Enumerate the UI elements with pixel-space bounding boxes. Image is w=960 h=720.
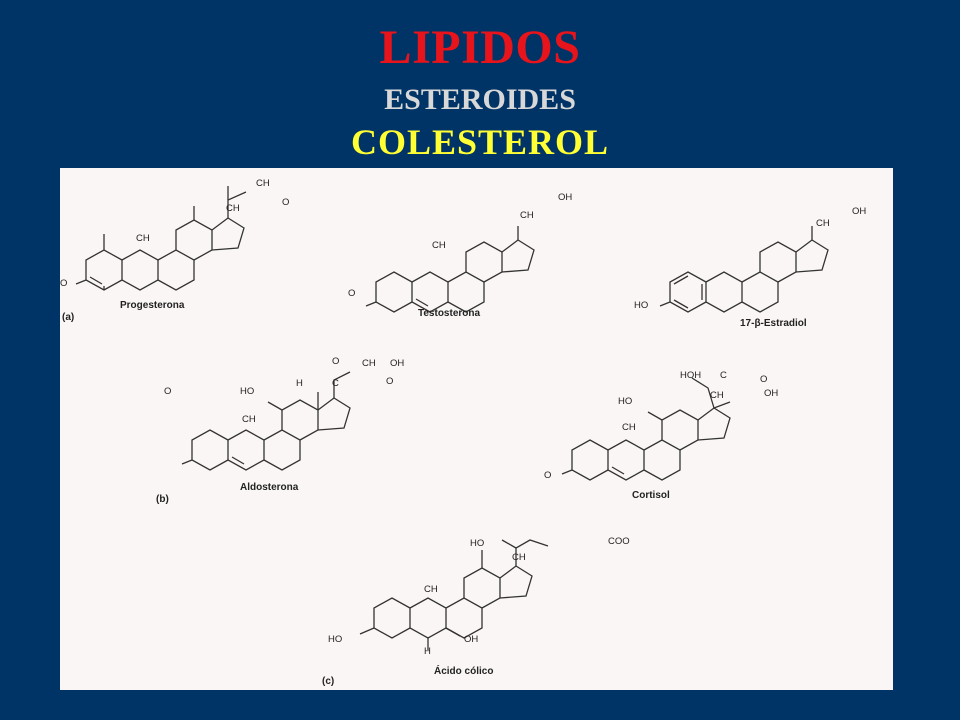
estradiol-ho: HO <box>634 300 648 311</box>
progesterona-ch3-c13: CH <box>226 203 240 214</box>
cortisol-oxo: O <box>544 470 551 481</box>
cortisol-ho: HO <box>618 396 632 407</box>
slide-title: LIPIDOS <box>379 21 581 74</box>
testosterona-name: Testosterona <box>418 308 480 319</box>
acido-colico-name: Ácido cólico <box>434 664 493 677</box>
estradiol-name: 17-β-Estradiol <box>740 318 807 329</box>
testosterona-ch3-c13: CH <box>520 210 534 221</box>
acido-colico-h5: H <box>424 646 431 657</box>
aldosterona-ho: HO <box>240 386 254 397</box>
aldosterona-oh: OH <box>390 358 404 369</box>
progesterona-acetyl-o: O <box>282 197 289 208</box>
acido-colico-coo: COO <box>608 536 630 547</box>
cortisol-ch3-c13: CH <box>710 390 724 401</box>
panel-a-label: (a) <box>62 312 74 323</box>
aldosterona-c: C <box>332 378 339 389</box>
testosterona-oh: OH <box>558 192 572 203</box>
progesterona-structure <box>75 186 247 291</box>
cortisol-c: C <box>720 370 727 381</box>
aldosterona-ch2oh: CH <box>362 358 376 369</box>
acido-colico-ho12: HO <box>470 538 484 549</box>
cortisol-name: Cortisol <box>632 490 670 501</box>
progesterona-name: Progesterona <box>120 300 185 311</box>
cortisol-oh: OH <box>764 388 778 399</box>
aldosterona-o-ketone: O <box>386 376 393 387</box>
acido-colico-oh7: OH <box>464 634 478 645</box>
aldosterona-o-top: O <box>332 356 339 367</box>
estradiol-oh: OH <box>852 206 866 217</box>
progesterona-acetyl-ch3: CH <box>256 178 270 189</box>
estradiol-ch3-c13: CH <box>816 218 830 229</box>
aldosterona-h: H <box>296 378 303 389</box>
acido-colico-ch3-c10: CH <box>424 584 438 595</box>
aldosterona-oxo: O <box>164 386 171 397</box>
acido-colico-ho3: HO <box>328 634 342 645</box>
steroid-structures-svg: O CH CH CH O Progesterona (a) O CH CH OH… <box>60 178 866 687</box>
cortisol-hoh2c: HOH <box>680 370 701 381</box>
aldosterona-ch3-c10: CH <box>242 414 256 425</box>
testosterona-structure <box>365 226 535 313</box>
panel-c-label: (c) <box>322 676 334 687</box>
aldosterona-name: Aldosterona <box>240 482 299 493</box>
cortisol-structure <box>561 377 731 481</box>
aldosterona-structure <box>181 371 351 471</box>
estradiol-structure <box>659 226 829 313</box>
cortisol-o: O <box>760 374 767 385</box>
slide-subtitle-cholesterol: COLESTEROL <box>350 122 610 162</box>
acido-colico-structure <box>359 539 549 650</box>
progesterona-oxo: O <box>60 278 67 289</box>
testosterona-ch3-c10: CH <box>432 240 446 251</box>
acido-colico-ch3-c13: CH <box>512 552 526 563</box>
panel-b-label: (b) <box>156 494 169 505</box>
progesterona-ch3-c10: CH <box>136 233 150 244</box>
testosterona-oxo: O <box>348 288 355 299</box>
steroid-structures-figure: O CH CH CH O Progesterona (a) O CH CH OH… <box>60 168 893 690</box>
slide-subtitle: ESTEROIDES <box>384 83 576 116</box>
cortisol-ch3-c10: CH <box>622 422 636 433</box>
